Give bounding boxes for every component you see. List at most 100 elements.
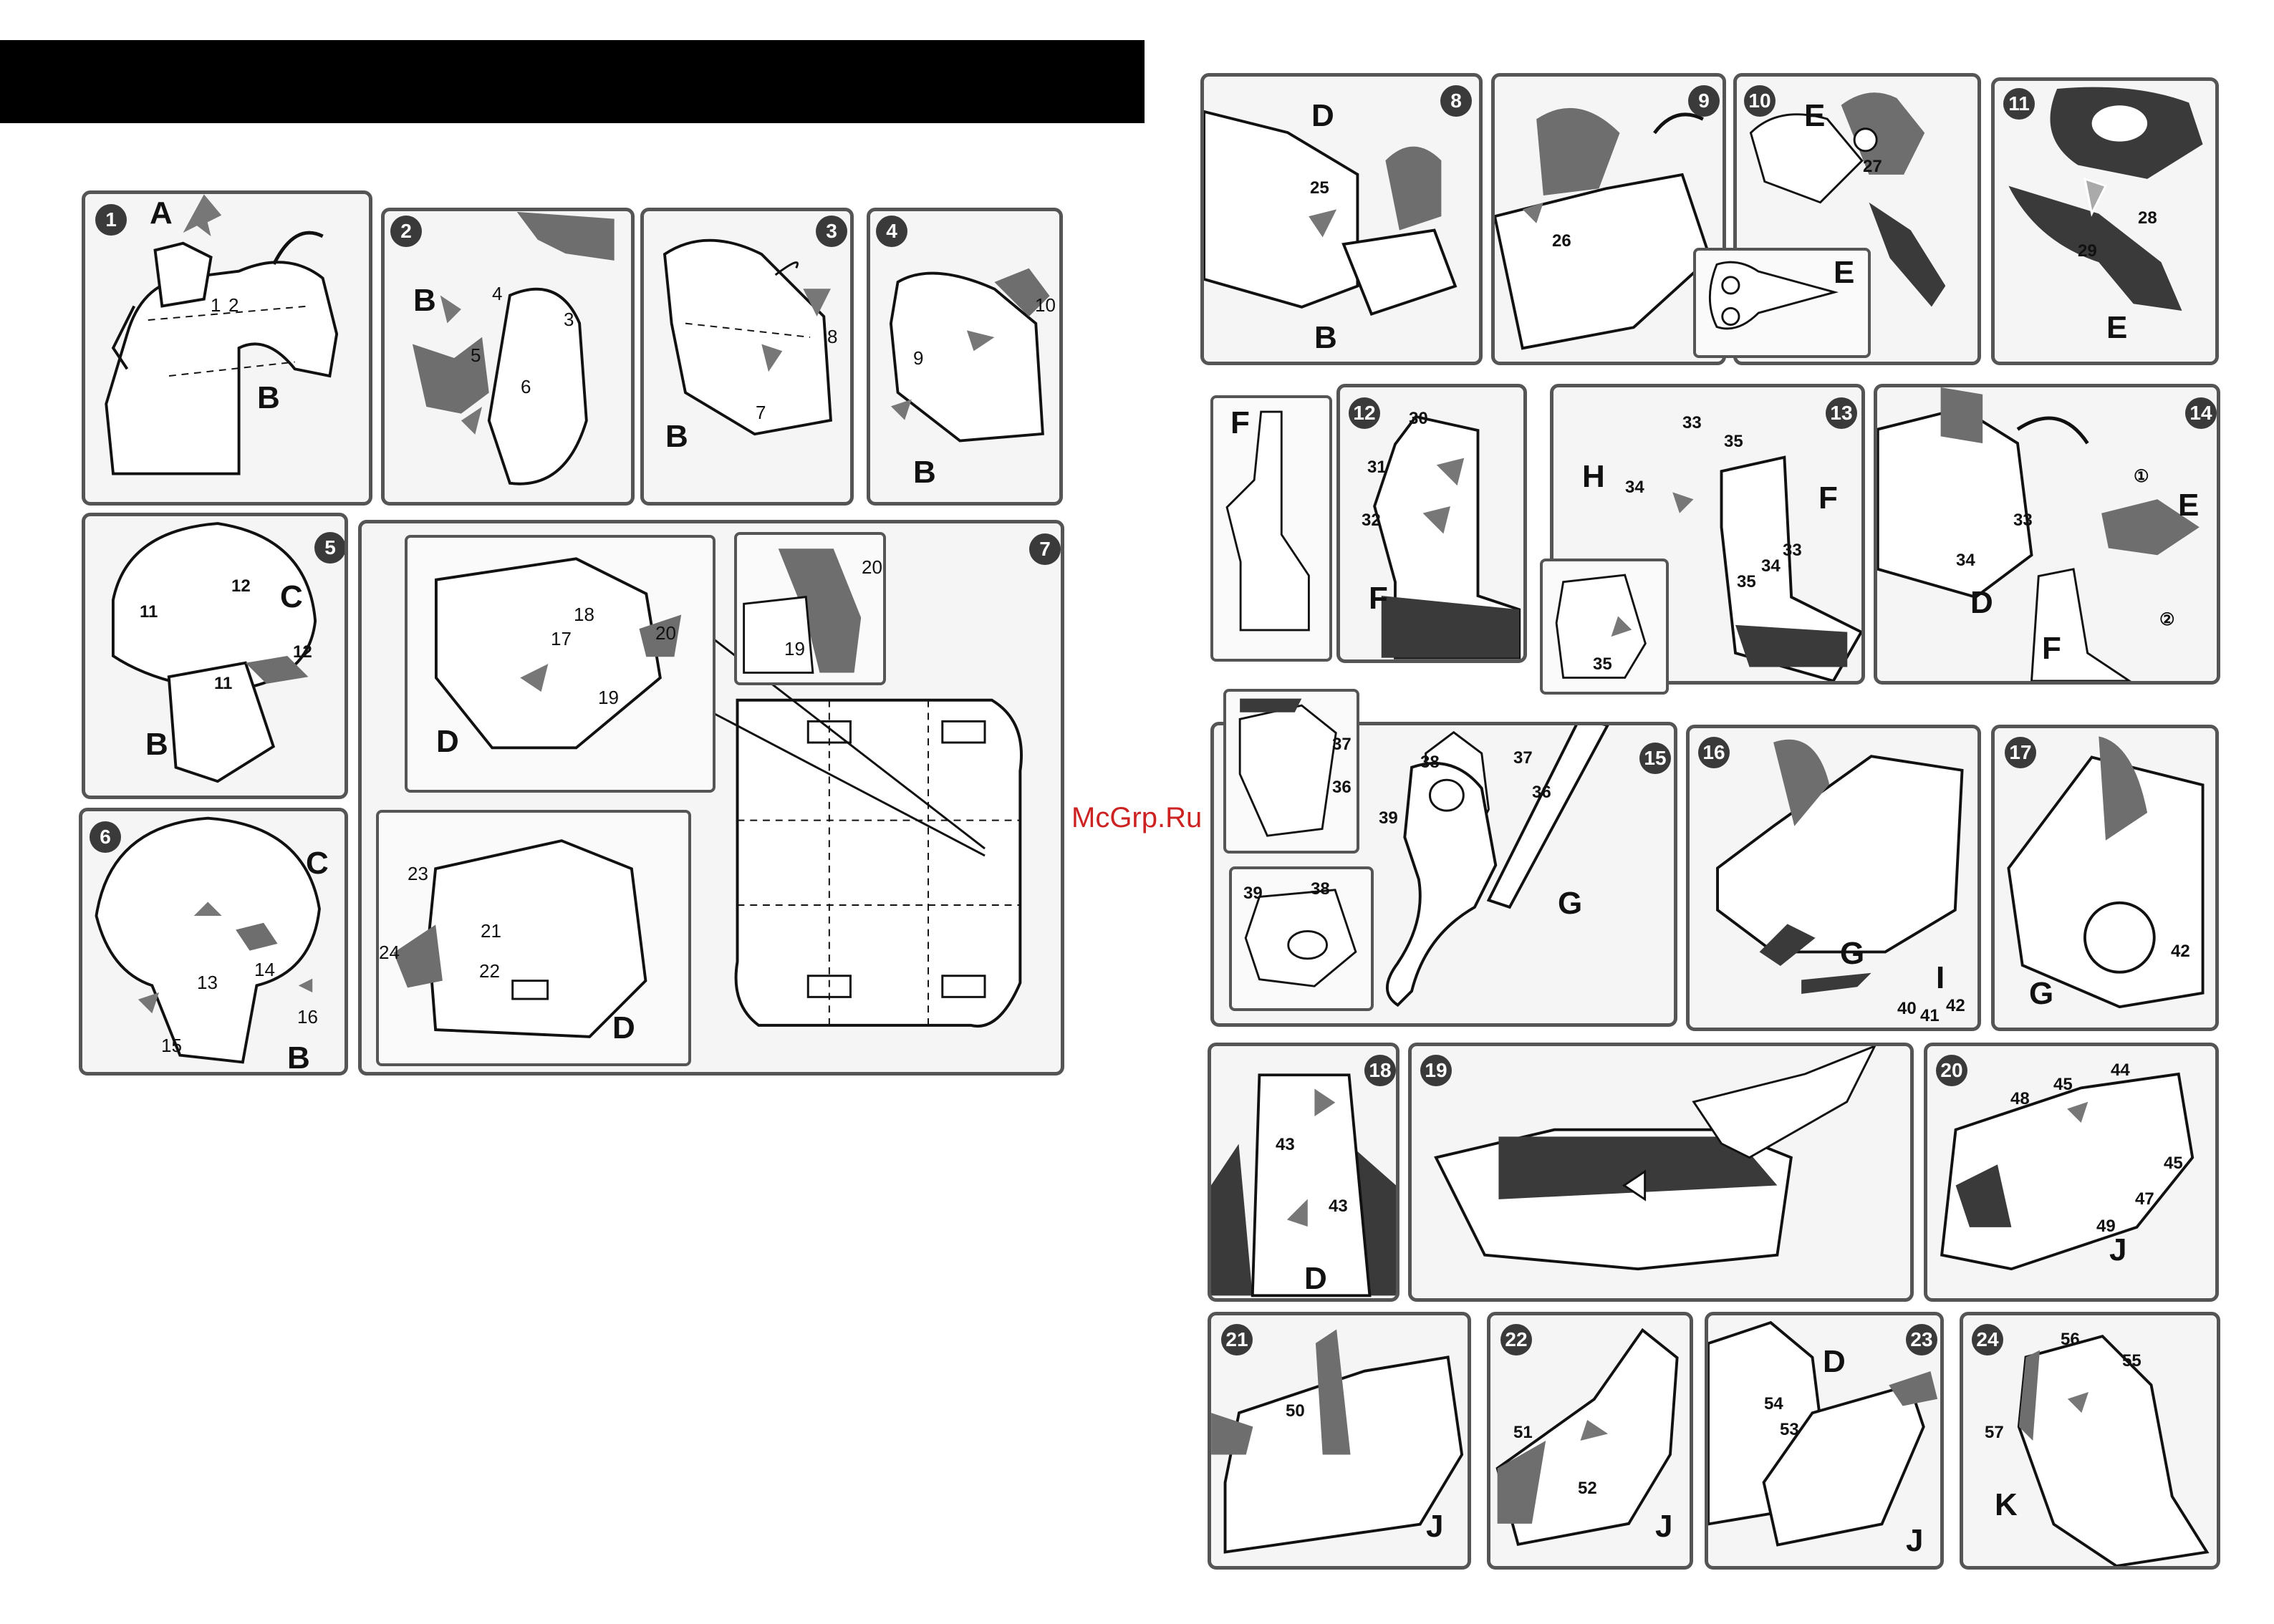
part-label: B — [413, 283, 436, 318]
tab-number: 56 — [2061, 1330, 2080, 1349]
step-13-inset: 35 — [1540, 559, 1669, 695]
step-14-panel: 14 E D F 33 34 ① ② — [1874, 384, 2220, 685]
step-6-illustration — [95, 816, 321, 1064]
part-label: J — [1426, 1509, 1444, 1544]
tab-number: 44 — [2111, 1060, 2130, 1080]
step-1-illustration — [105, 194, 339, 475]
tab-number: 33 — [1783, 541, 1802, 560]
step-10-illustration — [1749, 92, 1946, 307]
tab-number: ② — [2159, 610, 2175, 629]
step-11-panel: 11 E 28 29 — [1991, 77, 2219, 365]
step-number-badge: 10 — [1744, 85, 1776, 117]
step-3-illustration — [663, 238, 832, 436]
tab-number: 42 — [2171, 942, 2190, 961]
step-7-illustration — [673, 607, 1023, 1028]
step-number-badge: 24 — [1972, 1324, 2003, 1355]
tab-number: 3 — [564, 309, 574, 330]
part-label: F — [1230, 405, 1250, 440]
part-label: I — [1936, 960, 1945, 995]
tab-number: 19 — [784, 638, 805, 659]
step-number-badge: 17 — [2005, 737, 2036, 768]
step-21-illustration — [1211, 1329, 1464, 1554]
tab-number: 27 — [1863, 157, 1882, 176]
tab-number: 14 — [254, 959, 275, 980]
step-22-panel: 22 J 51 52 — [1487, 1312, 1693, 1570]
inset-illustration — [1238, 698, 1337, 837]
part-label: C — [306, 846, 329, 881]
step-15-illustration — [1386, 725, 1609, 1007]
tab-number: 34 — [1956, 551, 1975, 570]
step-1-panel: 1 A B 1 2 — [82, 190, 372, 506]
part-label: B — [665, 419, 688, 454]
tab-number: 40 — [1897, 999, 1917, 1018]
inset-illustration — [743, 548, 862, 674]
tab-number: 36 — [1532, 783, 1551, 802]
tab-number: 49 — [2096, 1217, 2116, 1236]
tab-number: 54 — [1764, 1394, 1783, 1413]
part-label: F — [1818, 480, 1838, 516]
part-label: D — [1304, 1261, 1327, 1296]
step-19-panel: 19 — [1408, 1043, 1914, 1302]
tab-number: 17 — [551, 628, 572, 649]
header-bar — [0, 40, 1145, 123]
part-label: F — [1369, 581, 1388, 616]
part-label: D — [1311, 98, 1334, 133]
step-8-panel: 8 D B 25 — [1200, 73, 1483, 365]
step-11-illustration — [2008, 87, 2203, 311]
tab-number: 41 — [1920, 1006, 1940, 1025]
step-4-illustration — [889, 268, 1050, 443]
tab-number: 53 — [1780, 1420, 1799, 1439]
part-label: A — [150, 195, 173, 231]
step-20-panel: 20 J 44 45 48 45 47 49 — [1924, 1043, 2219, 1302]
part-label: K — [1995, 1487, 2018, 1522]
tab-number: 28 — [2138, 208, 2157, 228]
tab-number: 22 — [479, 960, 500, 982]
step-7-inset-a: D 17 18 19 20 — [405, 535, 716, 793]
step-10-inset: E — [1693, 248, 1871, 358]
step-number-badge: 15 — [1639, 743, 1671, 774]
tab-number: 50 — [1286, 1401, 1305, 1421]
step-number-badge: 13 — [1826, 397, 1857, 429]
step-number-badge: 1 — [95, 204, 127, 236]
step-19-illustration — [1434, 1046, 1876, 1271]
inset-illustration — [1555, 574, 1647, 679]
watermark: McGrp.Ru — [1071, 802, 1203, 833]
part-label: B — [287, 1040, 310, 1076]
step-2-illustration — [412, 211, 615, 485]
tab-number: 36 — [1332, 778, 1352, 797]
tab-number: 42 — [1946, 996, 1965, 1015]
tab-number: 25 — [1310, 178, 1329, 198]
part-label: D — [612, 1010, 635, 1045]
tab-number: 43 — [1276, 1135, 1295, 1154]
tab-number: 2 — [228, 294, 239, 316]
part-label: G — [1840, 936, 1865, 971]
step-number-badge: 5 — [314, 532, 345, 564]
part-label: E — [1804, 98, 1826, 133]
tab-number: 48 — [2010, 1089, 2030, 1108]
part-label: F — [2042, 631, 2061, 666]
step-7-panel: D 17 18 19 20 20 19 D 21 22 23 24 7 — [358, 520, 1064, 1076]
step-12-illustration — [1373, 415, 1521, 659]
step-number-badge: 3 — [816, 216, 847, 247]
part-label: H — [1582, 459, 1605, 494]
tab-number: 9 — [913, 347, 924, 369]
part-label: E — [1834, 255, 1855, 290]
tab-number: 35 — [1593, 654, 1612, 674]
tab-number: 11 — [140, 602, 158, 622]
part-label: B — [145, 727, 168, 762]
tab-number: 33 — [1682, 413, 1702, 432]
step-23-illustration — [1708, 1320, 1938, 1547]
tab-number: 37 — [1332, 735, 1352, 754]
tab-number: 12 — [231, 576, 251, 596]
step-number-badge: 12 — [1349, 397, 1380, 429]
step-number-badge: 16 — [1698, 737, 1730, 768]
step-6-panel: 6 C B 13 14 15 16 — [79, 808, 348, 1076]
step-number-badge: 2 — [390, 216, 422, 247]
step-5-illustration — [111, 522, 317, 783]
tab-number: 45 — [2164, 1154, 2183, 1173]
tab-number: 52 — [1578, 1479, 1597, 1498]
tab-number: 45 — [2053, 1075, 2073, 1094]
step-number-badge: 21 — [1221, 1324, 1253, 1355]
tab-number: 13 — [197, 972, 218, 993]
step-14-illustration — [1877, 387, 2200, 681]
